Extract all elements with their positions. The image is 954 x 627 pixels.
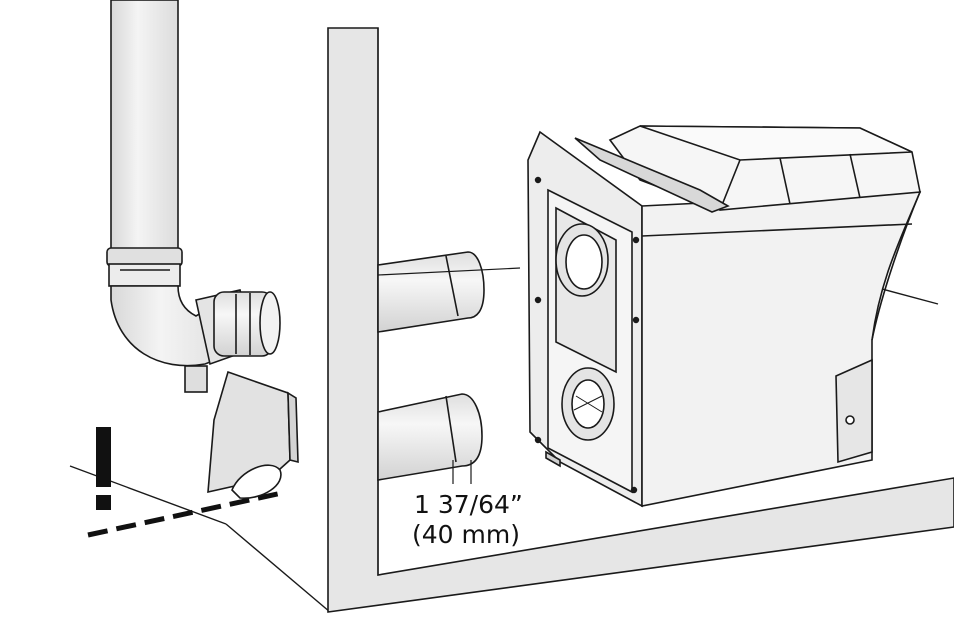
dimension-label-metric: (40 mm) (412, 520, 520, 549)
main-unit (527, 125, 922, 508)
dimension-lines (452, 460, 472, 484)
dashed-floor-line (87, 490, 283, 538)
dimension-label-imperial: 1 37/64” (414, 490, 523, 519)
lower-wall-sleeve (377, 393, 483, 481)
warning-exclamation-icon (96, 427, 111, 510)
vent-pipe (106, 0, 281, 393)
upper-wall-sleeve (377, 251, 521, 333)
vent-hood (207, 370, 299, 499)
